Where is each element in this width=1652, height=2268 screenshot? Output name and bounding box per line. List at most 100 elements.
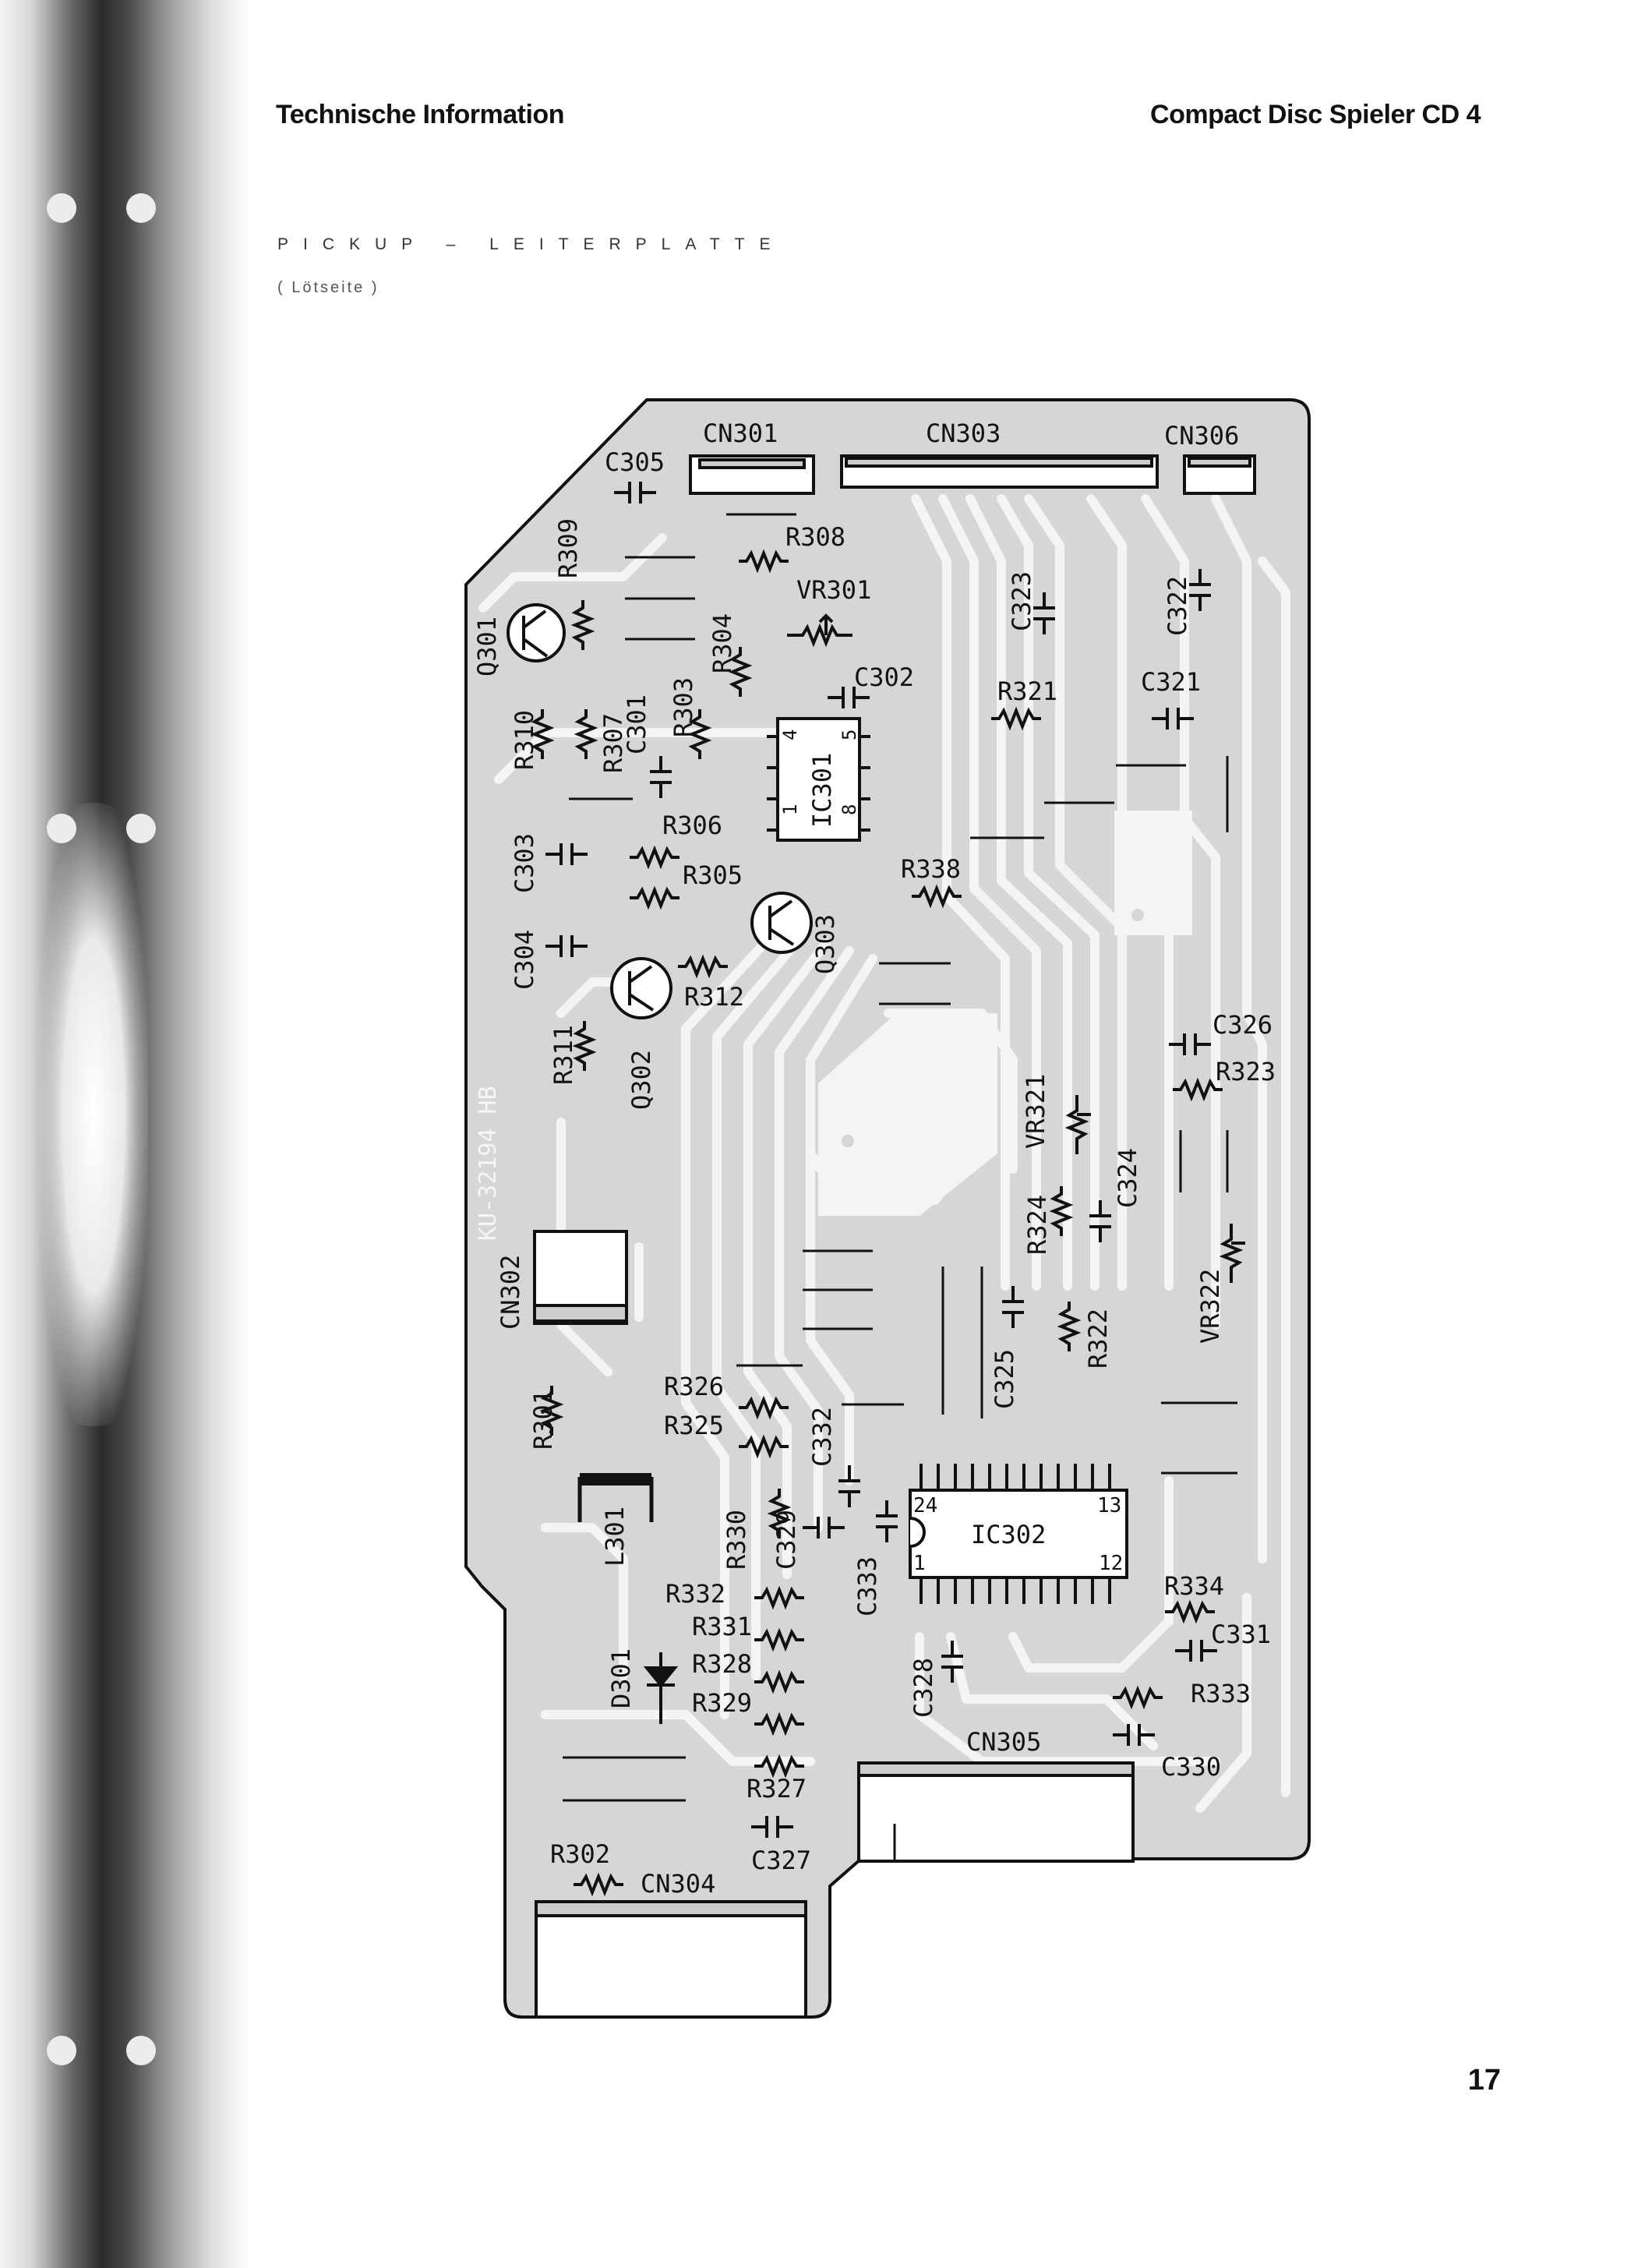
capacitor-c322-symbol — [1189, 569, 1211, 611]
label-ic301-pin5: 5 — [838, 730, 860, 740]
resistor-r309-symbol — [570, 600, 595, 650]
capacitor-c325-symbol — [1002, 1286, 1024, 1328]
resistor-r322-symbol — [1057, 1302, 1082, 1351]
label-ic302-pin13: 13 — [1097, 1494, 1121, 1517]
resistor-r323-symbol — [1173, 1077, 1223, 1102]
label-c303: C303 — [510, 833, 539, 893]
label-r306: R306 — [662, 811, 722, 840]
capacitor-c321-symbol — [1152, 708, 1194, 730]
resistor-r330-symbol — [767, 1489, 792, 1538]
label-c301: C301 — [622, 694, 651, 754]
integrated-circuits — [767, 717, 1128, 1579]
resistor-r304-symbol — [728, 647, 753, 697]
capacitor-c301-symbol — [650, 756, 672, 798]
label-r305: R305 — [683, 860, 743, 890]
label-ic301-pin4: 4 — [779, 730, 801, 740]
ic302-pins — [920, 1464, 1111, 1604]
ground-plane-windows — [818, 811, 1192, 1216]
resistor-r334-symbol — [1165, 1599, 1215, 1624]
label-r301: R301 — [528, 1390, 558, 1450]
resistor-r311-symbol — [572, 1021, 597, 1071]
resistor-r301-symbol — [539, 1386, 564, 1436]
label-cn305: CN305 — [966, 1727, 1041, 1757]
label-r331: R331 — [692, 1612, 752, 1641]
capacitor-c330-symbol — [1113, 1724, 1155, 1746]
capacitor-c333-symbol — [876, 1500, 898, 1542]
label-q303: Q303 — [810, 914, 840, 974]
resistor-r326-symbol — [739, 1395, 789, 1420]
label-cn302: CN302 — [496, 1255, 525, 1330]
resistor-symbols — [530, 549, 1223, 1897]
label-r326: R326 — [664, 1372, 724, 1401]
connector-cn304 — [535, 1900, 807, 2019]
punch-hole — [47, 2036, 76, 2065]
label-r308: R308 — [785, 522, 845, 552]
label-d301: D301 — [606, 1648, 636, 1708]
resistor-r331-symbol — [754, 1627, 804, 1652]
label-c333: C333 — [852, 1556, 882, 1616]
label-c327: C327 — [751, 1846, 811, 1875]
resistor-r308-symbol — [739, 549, 789, 574]
label-ic301: IC301 — [807, 753, 837, 828]
label-c324: C324 — [1113, 1148, 1142, 1208]
resistor-r328-symbol — [754, 1669, 804, 1694]
capacitor-c305-symbol — [614, 482, 656, 503]
capacitor-symbols — [545, 482, 1217, 1838]
resistor-r306-symbol — [630, 845, 680, 870]
label-r338: R338 — [901, 854, 961, 884]
label-ic301-pin1: 1 — [779, 804, 801, 815]
resistor-r333-symbol — [1113, 1685, 1163, 1710]
resistor-r332-symbol — [754, 1585, 804, 1610]
label-r330: R330 — [722, 1510, 751, 1570]
jumper-wires — [563, 513, 1237, 1861]
capacitor-c323-symbol — [1033, 592, 1055, 634]
label-part-number: KU-32194 HB — [475, 1086, 502, 1241]
label-r307: R307 — [598, 713, 628, 773]
trimmer-vr321-symbol — [1064, 1095, 1091, 1154]
label-r312: R312 — [684, 982, 744, 1012]
resistor-r303-symbol — [687, 709, 712, 759]
punch-hole — [47, 193, 76, 223]
capacitor-c329-symbol — [803, 1517, 845, 1538]
resistor-r310-symbol — [530, 709, 555, 759]
section-note: ( Lötseite ) — [277, 279, 379, 296]
label-c304: C304 — [510, 930, 539, 990]
resistor-r329-symbol — [754, 1712, 804, 1736]
capacitor-c324-symbol — [1089, 1200, 1111, 1242]
label-r311: R311 — [549, 1025, 578, 1085]
ic301-body — [776, 717, 861, 842]
resistor-r305-symbol — [630, 885, 680, 910]
transistor-q301-symbol — [507, 603, 566, 662]
capacitor-c304-symbol — [545, 935, 588, 957]
resistor-r321-symbol — [991, 706, 1041, 731]
label-vr301: VR301 — [796, 575, 871, 605]
label-q302: Q302 — [627, 1050, 656, 1110]
label-q301: Q301 — [472, 616, 502, 677]
header-left: Technische Information — [276, 100, 564, 129]
label-r325: R325 — [664, 1411, 724, 1440]
capacitor-c303-symbol — [545, 843, 588, 865]
resistor-r338-symbol — [912, 884, 962, 909]
label-r324: R324 — [1022, 1195, 1052, 1255]
label-vr322: VR322 — [1195, 1269, 1225, 1344]
label-c323: C323 — [1007, 571, 1036, 631]
label-r302: R302 — [550, 1839, 610, 1869]
capacitor-c327-symbol — [751, 1816, 793, 1838]
label-cn303: CN303 — [926, 419, 1001, 448]
label-r327: R327 — [747, 1774, 807, 1803]
label-c326: C326 — [1213, 1010, 1273, 1040]
label-r304: R304 — [708, 613, 737, 673]
label-cn301: CN301 — [703, 419, 778, 448]
capacitor-c302-symbol — [828, 687, 870, 708]
resistor-r312-symbol — [678, 954, 728, 979]
resistor-r307-symbol — [574, 709, 598, 759]
label-ic301-pin8: 8 — [838, 804, 860, 815]
transistors — [507, 603, 813, 1019]
resistor-r302-symbol — [574, 1872, 623, 1897]
label-c325: C325 — [990, 1349, 1019, 1409]
label-c331: C331 — [1211, 1620, 1271, 1649]
label-c321: C321 — [1141, 667, 1201, 697]
diode-d301-symbol — [643, 1652, 679, 1724]
label-l301: L301 — [600, 1507, 630, 1567]
